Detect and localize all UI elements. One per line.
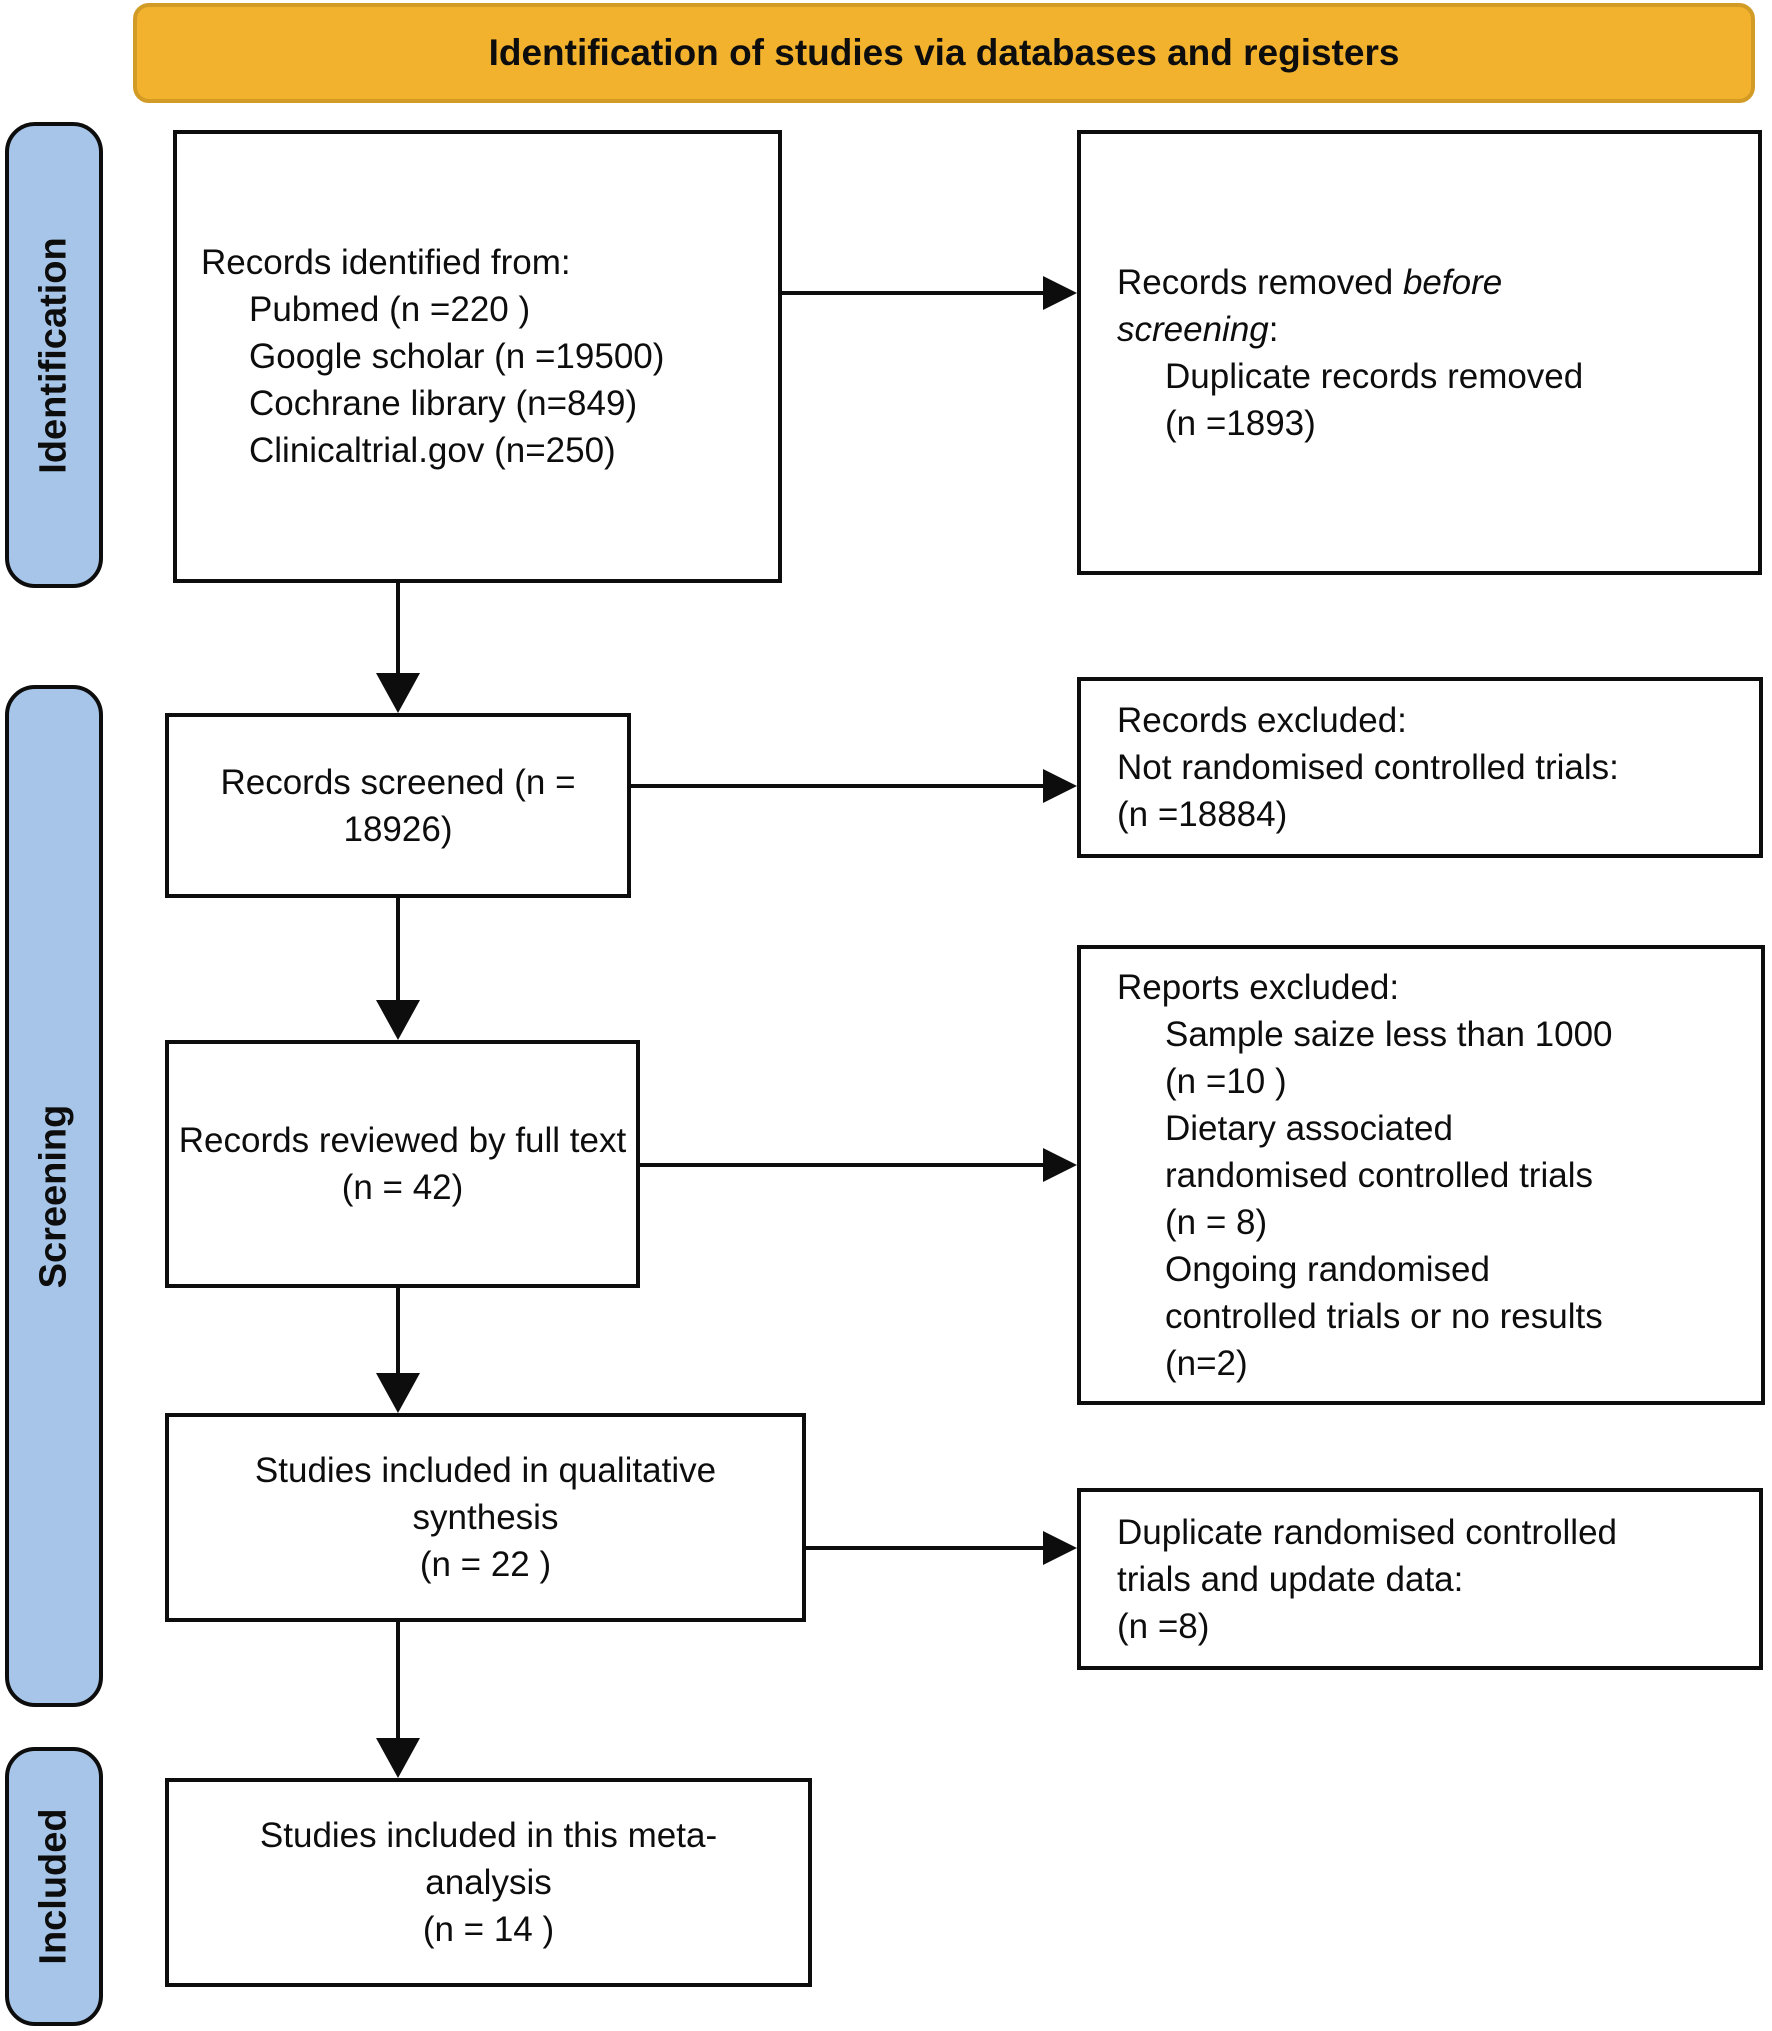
box-records-screened: Records screened (n = 18926) — [165, 713, 631, 898]
box-text-line: Reports excluded: — [1117, 967, 1400, 1007]
diagram-title: Identification of studies via databases … — [488, 32, 1400, 73]
box-text-line: controlled trials or no results — [1165, 1296, 1603, 1336]
box-records-excluded: Records excluded: Not randomised controll… — [1077, 677, 1763, 858]
box-text-line: (n = 8) — [1165, 1202, 1268, 1242]
box-text-line: Studies included in this meta- — [259, 1816, 718, 1855]
arrow-down-icon — [376, 1373, 420, 1413]
arrow-down-icon — [376, 1738, 420, 1778]
box-text-line: (n = 14 ) — [422, 1910, 555, 1949]
box-text-line: Records identified from: — [201, 243, 571, 282]
box-text-line: analysis — [425, 1863, 552, 1902]
box-text-line: Pubmed (n =220 ) — [249, 290, 531, 329]
box-text-line: (n =10 ) — [1165, 1061, 1287, 1101]
phase-label-included: Included — [32, 1808, 75, 1965]
box-reports-excluded: Reports excluded: Sample saize less than … — [1077, 945, 1765, 1405]
arrow-down-icon — [376, 1000, 420, 1040]
box-text-line: (n = 22 ) — [419, 1545, 552, 1584]
box-text-line: Cochrane library (n=849) — [249, 384, 638, 423]
box-text-line: Records removed before — [1117, 262, 1503, 302]
box-text-line: Studies included in qualitative — [254, 1451, 717, 1490]
arrow-identified-to-removed-line — [782, 291, 1045, 295]
phase-label-identification: Identification — [32, 236, 75, 474]
phase-band-identification: Identification — [5, 122, 103, 588]
box-text-line: (n =1893) — [1165, 403, 1316, 443]
box-text-line: Sample saize less than 1000 — [1165, 1014, 1613, 1054]
box-records-reviewed-full-text: Records reviewed by full text (n = 42) — [165, 1040, 640, 1288]
box-text-line: Dietary associated — [1165, 1108, 1453, 1148]
box-text-line: synthesis — [412, 1498, 559, 1537]
arrow-right-icon — [1043, 1531, 1077, 1565]
arrow-down-icon — [376, 673, 420, 713]
arrow-identified-to-screened-line — [396, 583, 400, 675]
box-text-line: Google scholar (n =19500) — [249, 337, 665, 376]
arrow-qualitative-to-duplicate-line — [806, 1546, 1045, 1550]
box-text-line: 18926) — [343, 809, 453, 849]
box-text-line: Not randomised controlled trials: — [1117, 748, 1619, 787]
box-text-line: Duplicate randomised controlled — [1117, 1512, 1617, 1552]
box-text-line: Records screened (n = — [220, 762, 576, 802]
diagram-title-banner: Identification of studies via databases … — [133, 3, 1755, 103]
arrow-screened-to-excluded-line — [631, 784, 1045, 788]
arrow-right-icon — [1043, 769, 1077, 803]
arrow-screened-to-fulltext-line — [396, 898, 400, 1002]
box-records-identified: Records identified from: Pubmed (n =220 )… — [173, 130, 782, 583]
box-text-line: Records excluded: — [1117, 701, 1407, 740]
arrow-fulltext-to-reports-line — [640, 1163, 1045, 1167]
box-studies-meta-analysis: Studies included in this meta-analysis (n… — [165, 1778, 812, 1987]
box-text-line: Clinicaltrial.gov (n=250) — [249, 431, 616, 470]
box-studies-qualitative-synthesis: Studies included in qualitative synthesis… — [165, 1413, 806, 1622]
box-text-line: randomised controlled trials — [1165, 1155, 1593, 1195]
arrow-fulltext-to-qualitative-line — [396, 1288, 400, 1375]
box-text-line: Ongoing randomised — [1165, 1249, 1490, 1289]
box-text-line: (n =8) — [1117, 1606, 1210, 1646]
box-text-line: (n=2) — [1165, 1343, 1248, 1383]
phase-label-screening: Screening — [32, 1104, 75, 1288]
box-text-line: Records reviewed by full text — [178, 1121, 627, 1160]
box-text-line: (n = 42) — [341, 1168, 464, 1207]
arrow-right-icon — [1043, 1148, 1077, 1182]
arrow-right-icon — [1043, 276, 1077, 310]
phase-band-screening: Screening — [5, 685, 103, 1707]
arrow-qualitative-to-meta-line — [396, 1622, 400, 1740]
box-records-removed-before-screening: Records removed before screening: Duplicat… — [1077, 130, 1762, 575]
box-text-line: (n =18884) — [1117, 795, 1288, 834]
phase-band-included: Included — [5, 1747, 103, 2026]
box-text-line: screening: — [1117, 309, 1279, 349]
box-text-line: Duplicate records removed — [1165, 356, 1584, 396]
box-text-line: trials and update data: — [1117, 1559, 1464, 1599]
box-duplicate-trials-update-data: Duplicate randomised controlled trials an… — [1077, 1488, 1763, 1670]
